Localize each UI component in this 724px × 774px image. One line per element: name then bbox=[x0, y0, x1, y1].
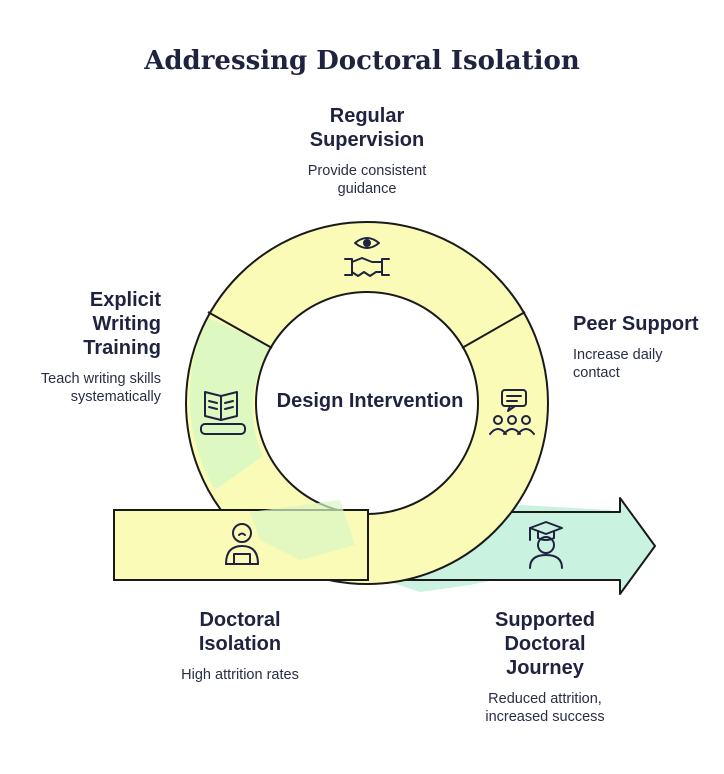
isolation-stage: Doctoral Isolation High attrition rates bbox=[150, 608, 330, 684]
writing-title-line3: Training bbox=[83, 337, 161, 359]
ring-outer-edge bbox=[185, 221, 549, 585]
supervision-desc-line1: Provide consistent bbox=[307, 163, 427, 179]
isolation-bar-tint bbox=[250, 500, 355, 560]
ring-green-segment bbox=[189, 318, 272, 490]
isolation-desc: High attrition rates bbox=[181, 667, 299, 683]
supervision-desc-line2: guidance bbox=[337, 181, 397, 197]
journey-title-line3: Journey bbox=[506, 657, 584, 679]
supervision-stage: Regular Supervision Provide consistent g… bbox=[280, 104, 454, 198]
eye-handshake-icon bbox=[344, 237, 390, 277]
supervision-title-line1: Regular bbox=[329, 105, 405, 127]
writing-stage: Explicit Writing Training Teach writing … bbox=[10, 288, 161, 406]
supervision-title-line2: Supervision bbox=[309, 129, 425, 151]
peer-desc-line1: Increase daily bbox=[573, 347, 663, 363]
diagram-title: Addressing Doctoral Isolation bbox=[144, 46, 580, 76]
isolation-title-line1: Doctoral bbox=[199, 609, 281, 631]
ring-divider-right bbox=[461, 311, 526, 349]
isolation-title-line2: Isolation bbox=[198, 633, 282, 655]
journey-desc-line1: Reduced attrition, bbox=[488, 691, 602, 707]
group-chat-icon bbox=[489, 389, 535, 435]
open-book-icon bbox=[200, 391, 246, 435]
writing-desc-line2: systematically bbox=[70, 389, 161, 405]
writing-desc-line1: Teach writing skills bbox=[40, 371, 161, 387]
peer-title: Peer Support bbox=[573, 313, 699, 335]
writing-title-line2: Writing bbox=[92, 313, 161, 335]
peer-stage: Peer Support Increase daily contact bbox=[573, 312, 718, 382]
graduate-icon bbox=[529, 521, 563, 569]
isolated-person-icon bbox=[225, 523, 259, 565]
peer-desc-line2: contact bbox=[573, 365, 620, 381]
journey-desc-line2: increased success bbox=[485, 709, 605, 725]
writing-title-line1: Explicit bbox=[89, 289, 161, 311]
journey-title-line1: Supported bbox=[495, 609, 595, 631]
center-label: Design Intervention bbox=[276, 390, 464, 412]
journey-title-line2: Doctoral bbox=[504, 633, 586, 655]
journey-stage: Supported Doctoral Journey Reduced attri… bbox=[455, 608, 635, 726]
ring-divider-left bbox=[207, 311, 273, 349]
